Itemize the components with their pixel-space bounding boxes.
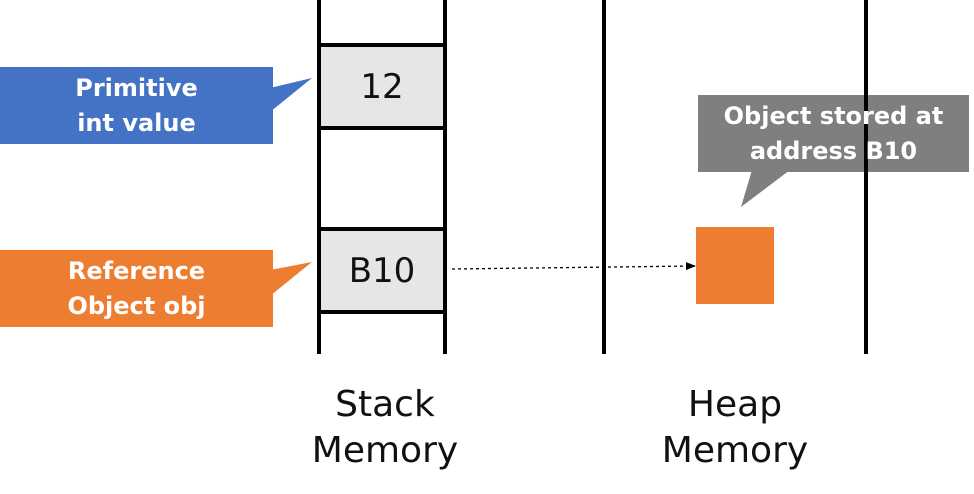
heap-caption-line1: Heap (687, 384, 783, 425)
heap-object-square (696, 227, 774, 304)
reference-callout-box (0, 250, 273, 327)
primitive-callout-line2: int value (77, 108, 196, 137)
heap-object-callout-label: Object stored at address B10 (698, 95, 969, 172)
heap-object-callout-line1: Object stored at (723, 101, 944, 130)
reference-callout-label: Reference Object obj (0, 250, 273, 327)
heap-object-callout-pointer (741, 170, 790, 207)
stack-cell-primitive-value: 12 (360, 66, 404, 107)
heap-left-wall (602, 0, 606, 354)
reference-callout-line2: Object obj (67, 291, 206, 320)
stack-memory-caption: Stack Memory (295, 382, 475, 474)
heap-object-callout-line2: address B10 (749, 136, 918, 165)
primitive-callout-box (0, 67, 273, 144)
primitive-callout-label: Primitive int value (0, 67, 273, 144)
stack-cell-primitive: 12 (321, 43, 443, 130)
heap-right-wall (864, 0, 868, 354)
stack-caption-line1: Stack (335, 384, 435, 425)
heap-caption-line2: Memory (661, 430, 809, 471)
heap-memory-caption: Heap Memory (645, 382, 825, 474)
heap-object-callout-box (698, 95, 969, 172)
stack-cell-reference: B10 (321, 227, 443, 314)
primitive-callout-pointer (270, 78, 312, 112)
stack-caption-line2: Memory (311, 430, 459, 471)
stack-cell-reference-value: B10 (348, 250, 416, 291)
primitive-callout-line1: Primitive (75, 73, 198, 102)
reference-callout-line1: Reference (67, 256, 206, 285)
stack-left-wall (317, 0, 321, 354)
reference-arrow (451, 262, 696, 271)
reference-callout-pointer (270, 262, 312, 296)
stack-right-wall (443, 0, 447, 354)
